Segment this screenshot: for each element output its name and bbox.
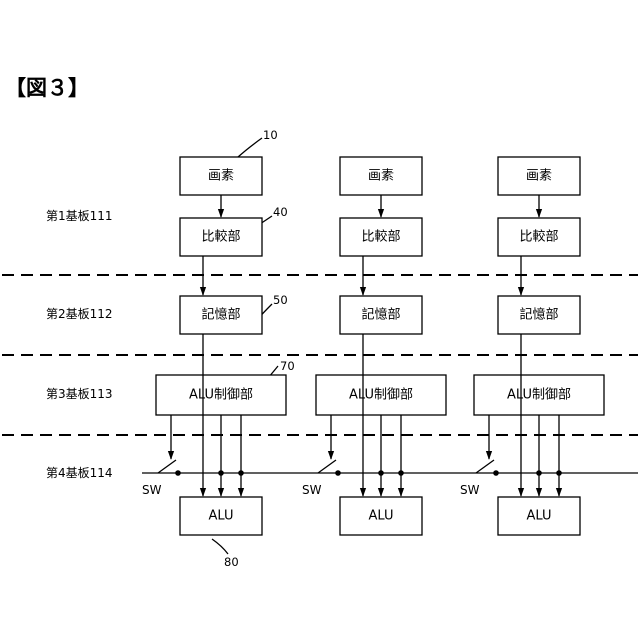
memory-block-label: 記憶部	[519, 307, 558, 323]
substrate-label-1: 第1基板111	[46, 209, 113, 223]
pixel-block-1: 画素	[180, 157, 262, 195]
pixel-block-label: 画素	[526, 169, 552, 184]
switch-contact	[318, 460, 336, 473]
bus-junction-2	[398, 470, 404, 476]
substrate-label-2: 第2基板112	[46, 307, 113, 321]
ref-pixel: 10	[263, 128, 278, 142]
switch-label: SW	[460, 483, 480, 497]
alu-block-3: ALU	[498, 497, 580, 535]
alu-block-2: ALU	[340, 497, 422, 535]
alu-control-block-2: ALU制御部	[316, 375, 446, 415]
comparator-block-label: 比較部	[361, 230, 400, 245]
comparator-block-2: 比較部	[340, 218, 422, 256]
ref-alu-control: 70	[280, 359, 295, 373]
leader-pixel	[238, 138, 262, 157]
bus-junction-1	[378, 470, 384, 476]
switch-label: SW	[302, 483, 322, 497]
ref-alu: 80	[224, 555, 239, 569]
substrate-label-4: 第4基板114	[46, 466, 113, 480]
leader-alu	[212, 539, 228, 554]
bus-junction-1	[218, 470, 224, 476]
pixel-block-label: 画素	[208, 169, 234, 184]
alu-control-block-1: ALU制御部	[156, 375, 286, 415]
switch-contact	[158, 460, 176, 473]
alu-control-block-3: ALU制御部	[474, 375, 604, 415]
ref-memory: 50	[273, 293, 288, 307]
pixel-block-label: 画素	[368, 169, 394, 184]
memory-block-label: 記憶部	[361, 307, 400, 323]
pixel-block-2: 画素	[340, 157, 422, 195]
memory-block-2: 記憶部	[340, 296, 422, 334]
switch-node	[175, 470, 181, 476]
switch-node	[493, 470, 499, 476]
switch-label: SW	[142, 483, 162, 497]
bus-junction-2	[556, 470, 562, 476]
substrate-label-3: 第3基板113	[46, 387, 113, 401]
ref-comparator: 40	[273, 205, 288, 219]
comparator-block-label: 比較部	[519, 230, 558, 245]
bus-junction-2	[238, 470, 244, 476]
comparator-block-3: 比較部	[498, 218, 580, 256]
pixel-block-3: 画素	[498, 157, 580, 195]
alu-block-label: ALU	[208, 509, 233, 524]
alu-control-block-label: ALU制御部	[507, 388, 571, 403]
alu-block-label: ALU	[368, 509, 393, 524]
alu-control-block-label: ALU制御部	[189, 388, 253, 403]
memory-block-label: 記憶部	[201, 307, 240, 323]
alu-control-block-label: ALU制御部	[349, 388, 413, 403]
switch-contact	[476, 460, 494, 473]
alu-block-label: ALU	[526, 509, 551, 524]
memory-block-1: 記憶部	[180, 296, 262, 334]
bus-junction-1	[536, 470, 542, 476]
comparator-block-1: 比較部	[180, 218, 262, 256]
alu-block-1: ALU	[180, 497, 262, 535]
memory-block-3: 記憶部	[498, 296, 580, 334]
switch-node	[335, 470, 341, 476]
comparator-block-label: 比較部	[201, 230, 240, 245]
